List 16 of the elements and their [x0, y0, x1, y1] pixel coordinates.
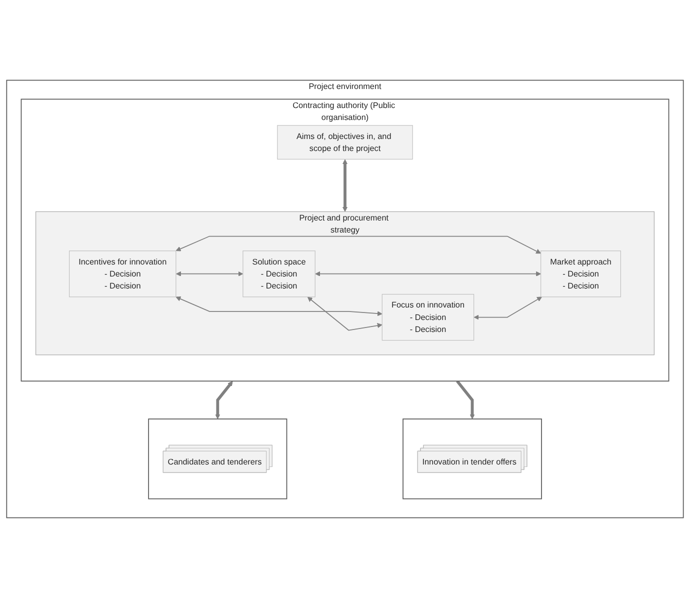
arrow — [315, 271, 542, 276]
arrow — [342, 159, 348, 212]
node-box: Market approach - Decision - Decision — [540, 250, 621, 298]
node-box: Solution space - Decision - Decision — [242, 250, 316, 298]
node-box: Aims of, objectives in, and scope of the project — [277, 125, 413, 160]
arrow — [176, 271, 244, 276]
cluster — [402, 418, 542, 500]
arrow — [307, 296, 382, 331]
arrow — [176, 296, 382, 316]
arrow — [215, 381, 233, 420]
arrow — [474, 296, 542, 320]
arrow — [456, 380, 475, 420]
node-box: Focus on innovation - Decision - Decision — [382, 294, 474, 341]
node-box: Incentives for innovation - Decision - Decision — [69, 250, 176, 298]
cluster — [148, 418, 288, 500]
arrow — [176, 236, 542, 254]
